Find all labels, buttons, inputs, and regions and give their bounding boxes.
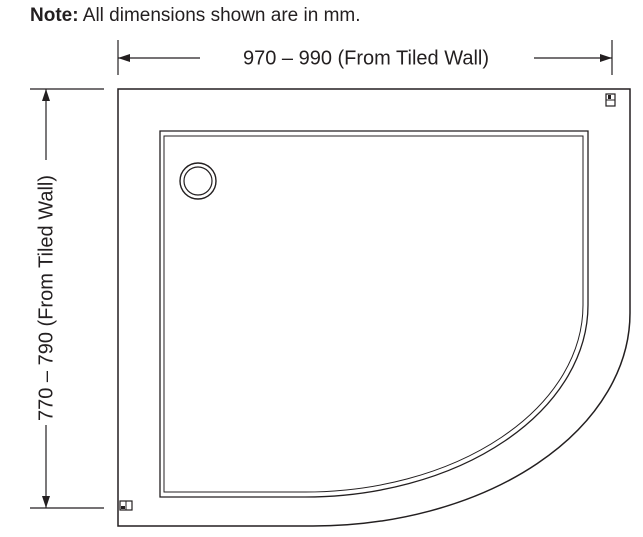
- wall-clip-icon-top-right: [605, 93, 616, 107]
- wall-clip-icon-bottom-left: [119, 500, 133, 511]
- tray-outer-outline: [117, 88, 631, 527]
- width-dimension: 970 – 990 (From Tiled Wall): [117, 40, 613, 75]
- tray-inner-rim: [163, 135, 584, 493]
- tray-inner-outline: [159, 130, 589, 498]
- depth-dimension: 770 – 790 (From Tiled Wall): [30, 88, 104, 509]
- drain-waste-icon: [179, 162, 217, 200]
- note-text: Note: All dimensions shown are in mm.: [30, 4, 361, 28]
- width-dimension-label: 970 – 990 (From Tiled Wall): [243, 47, 489, 69]
- depth-dimension-label: 770 – 790 (From Tiled Wall): [35, 175, 57, 421]
- note-label: Note:: [30, 5, 79, 26]
- note-body: All dimensions shown are in mm.: [78, 5, 361, 26]
